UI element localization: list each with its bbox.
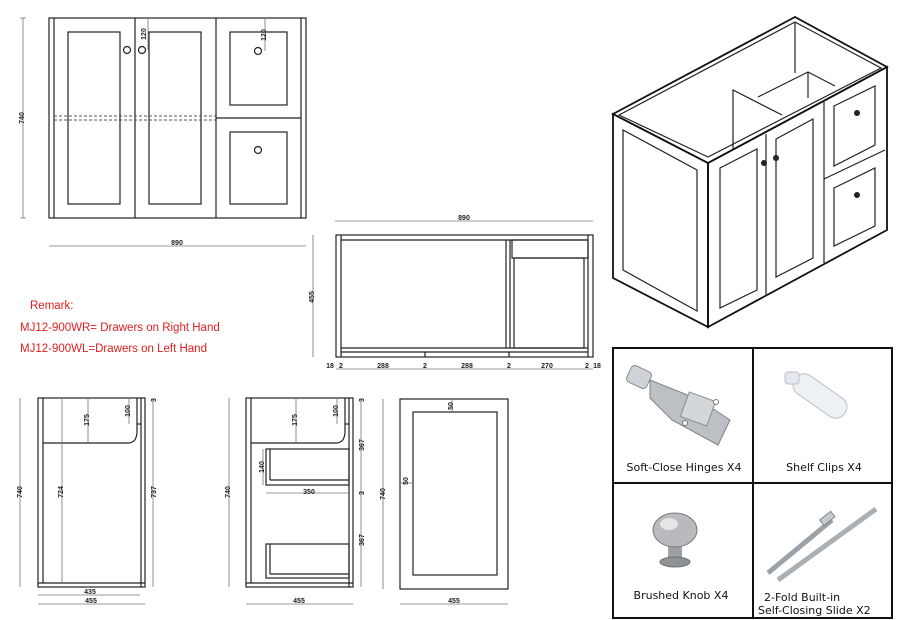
dim-width: 890 bbox=[458, 215, 470, 222]
dim-label: 288 bbox=[377, 363, 389, 370]
dim-cutout: 175 bbox=[84, 414, 91, 426]
accessory-label-shelf-clips: Shelf Clips X4 bbox=[786, 461, 862, 474]
remark-block: Remark: MJ12-900WR= Drawers on Right Han… bbox=[20, 300, 220, 355]
knob-icon bbox=[137, 45, 147, 55]
dim-depth: 455 bbox=[293, 598, 305, 605]
drawer-slide-icon bbox=[766, 506, 878, 583]
dim-depth: 455 bbox=[85, 598, 97, 605]
iso-drawer-panel-top bbox=[833, 85, 876, 167]
iso-door-panel-right bbox=[775, 117, 814, 278]
dim-knob-drawer: 120 bbox=[261, 29, 268, 41]
knob-icon bbox=[773, 155, 779, 161]
dim-label: 270 bbox=[541, 363, 553, 370]
side-section-view-right: 740 175 100 140 350 367 367 3 3 455 bbox=[225, 397, 366, 605]
iso-door-panel-left bbox=[719, 148, 758, 309]
knob-icon bbox=[253, 46, 263, 56]
dim-width: 890 bbox=[171, 240, 183, 247]
dim-height: 740 bbox=[225, 486, 232, 498]
side-section-view-left: 740 724 175 100 737 3 435 455 bbox=[17, 397, 158, 605]
dim-label: 2 bbox=[423, 363, 427, 370]
accessory-label-slide-line2: Self-Closing Slide X2 bbox=[758, 604, 871, 617]
dim-label: 2 bbox=[339, 363, 343, 370]
dim-rail: 100 bbox=[125, 405, 132, 417]
knob-icon bbox=[761, 160, 767, 166]
dim-upper-gap: 367 bbox=[359, 439, 366, 451]
dim-inner-depth: 435 bbox=[84, 589, 96, 596]
dim-depth: 455 bbox=[309, 291, 316, 303]
remark-line-wr: MJ12-900WR= Drawers on Right Hand bbox=[20, 322, 220, 334]
knob-icon bbox=[652, 512, 698, 568]
dim-label: 2 bbox=[507, 363, 511, 370]
isometric-cabinet-view bbox=[611, 15, 889, 329]
dim-label: 288 bbox=[461, 363, 473, 370]
door-panel-right bbox=[148, 31, 202, 205]
knob-icon bbox=[854, 110, 860, 116]
dim-lower-gap: 367 bbox=[359, 534, 366, 546]
accessories-grid: Soft-Close Hinges X4 Shelf Clips X4 Brus… bbox=[612, 347, 893, 619]
dim-drawer-height: 140 bbox=[259, 461, 266, 473]
dim-label: 2 bbox=[585, 363, 589, 370]
drawer-panel-top bbox=[229, 31, 288, 106]
dim-drawer-depth: 350 bbox=[303, 489, 315, 496]
dim-height: 740 bbox=[19, 112, 26, 124]
knob-icon bbox=[253, 145, 263, 155]
drawer-box-upper bbox=[265, 448, 350, 486]
iso-drawer-panel-bottom bbox=[833, 167, 876, 247]
knob-icon bbox=[854, 192, 860, 198]
top-plan-view: 890 455 18 2 288 2 288 2 270 2 18 bbox=[309, 215, 601, 370]
dim-knob-door: 120 bbox=[141, 28, 148, 40]
accessory-label-hinges: Soft-Close Hinges X4 bbox=[627, 461, 742, 474]
knob-icon bbox=[122, 45, 132, 55]
dim-top: 3 bbox=[359, 398, 366, 402]
dim-inner-height: 724 bbox=[58, 486, 65, 498]
dim-top: 3 bbox=[151, 398, 158, 402]
front-elevation-view: 740 890 120 120 bbox=[19, 17, 307, 247]
hinge-icon bbox=[626, 365, 731, 446]
accessory-label-slide-line1: 2-Fold Built-in bbox=[764, 591, 840, 604]
dim-mid: 3 bbox=[359, 491, 366, 495]
door-panel-left bbox=[67, 31, 121, 205]
dim-width: 455 bbox=[448, 598, 460, 605]
dim-back-height: 737 bbox=[151, 486, 158, 498]
dim-cutout: 175 bbox=[292, 414, 299, 426]
remark-line-wl: MJ12-900WL=Drawers on Left Hand bbox=[20, 343, 207, 355]
dim-height: 740 bbox=[17, 486, 24, 498]
dim-rail: 100 bbox=[333, 405, 340, 417]
dim-height: 740 bbox=[380, 488, 387, 500]
drawer-box-lower bbox=[265, 543, 350, 579]
dim-frame-top: 50 bbox=[448, 402, 455, 410]
dim-frame-side: 50 bbox=[403, 477, 410, 485]
remark-title: Remark: bbox=[30, 300, 73, 312]
dim-label: 18 bbox=[593, 363, 601, 370]
shelf-clip-icon bbox=[784, 371, 848, 419]
accessory-label-knob: Brushed Knob X4 bbox=[634, 589, 729, 602]
door-elevation-view: 740 50 50 455 bbox=[380, 398, 509, 605]
dim-label: 18 bbox=[326, 363, 334, 370]
drawer-panel-bottom bbox=[229, 131, 288, 205]
